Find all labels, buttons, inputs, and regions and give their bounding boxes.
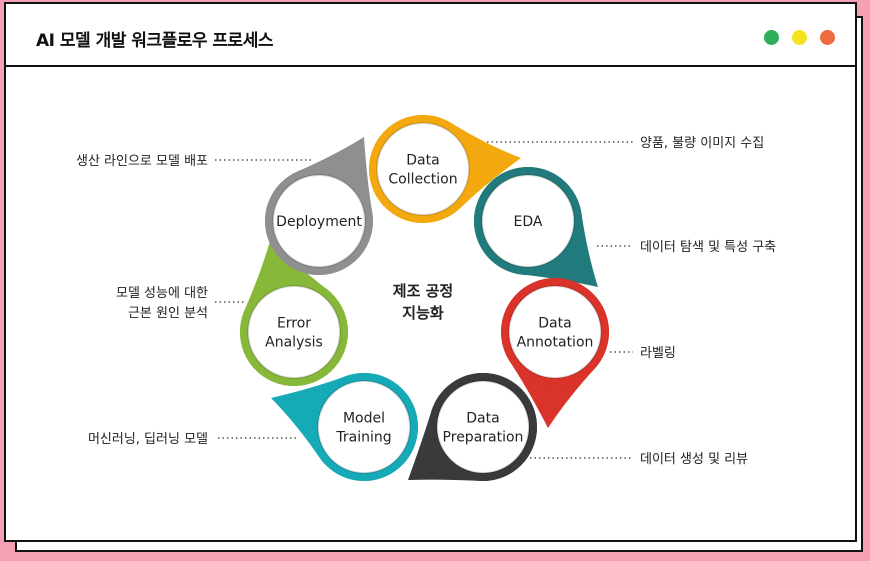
stage-label-data-annotation: Data [538, 316, 571, 332]
stage-label-error-analysis: Error [277, 316, 311, 332]
center-label-line2: 지능화 [402, 304, 444, 322]
stage-label-deployment: Deployment [276, 214, 362, 230]
stage-note-deployment: 생산 라인으로 모델 배포 [76, 154, 208, 169]
stage-node-model-training[interactable] [317, 380, 411, 474]
stage-note-error-analysis: 모델 성능에 대한 [116, 286, 208, 301]
green-dot[interactable] [764, 30, 779, 45]
stage-node-data-preparation[interactable] [436, 380, 530, 474]
window-controls [764, 30, 835, 45]
stage-label-data-preparation: Data [466, 411, 499, 427]
stage-note-model-training: 머신러닝, 딥러닝 모델 [88, 432, 208, 447]
center-label-line1: 제조 공정 [393, 282, 453, 300]
stage-label-data-annotation: Annotation [517, 335, 594, 351]
stage-node-data-annotation[interactable] [508, 285, 602, 379]
stage-label-data-collection: Collection [388, 172, 457, 188]
stage-label-error-analysis: Analysis [265, 335, 323, 351]
stage-node-error-analysis[interactable] [247, 285, 341, 379]
window-title: AI 모델 개발 워크플로우 프로세스 [36, 31, 273, 51]
stage-label-eda: EDA [514, 214, 543, 230]
stage-note-eda: 데이터 탐색 및 특성 구축 [640, 240, 776, 255]
stage-label-model-training: Training [335, 430, 391, 446]
stage-label-model-training: Model [343, 411, 385, 427]
stage-note-data-annotation: 라벨링 [640, 346, 676, 361]
stage-node-data-collection[interactable] [376, 122, 470, 216]
stage-note-data-collection: 양품, 불량 이미지 수집 [640, 136, 764, 151]
stage-node-deployment[interactable] [272, 174, 366, 268]
stage-label-data-collection: Data [406, 153, 439, 169]
orange-dot[interactable] [820, 30, 835, 45]
stage-note-data-preparation: 데이터 생성 및 리뷰 [640, 452, 748, 467]
stage-label-data-preparation: Preparation [443, 430, 524, 446]
stage-node-eda[interactable] [481, 174, 575, 268]
title-bar: AI 모델 개발 워크플로우 프로세스 [6, 4, 855, 67]
stage-note-error-analysis: 근본 원인 분석 [128, 306, 208, 321]
yellow-dot[interactable] [792, 30, 807, 45]
